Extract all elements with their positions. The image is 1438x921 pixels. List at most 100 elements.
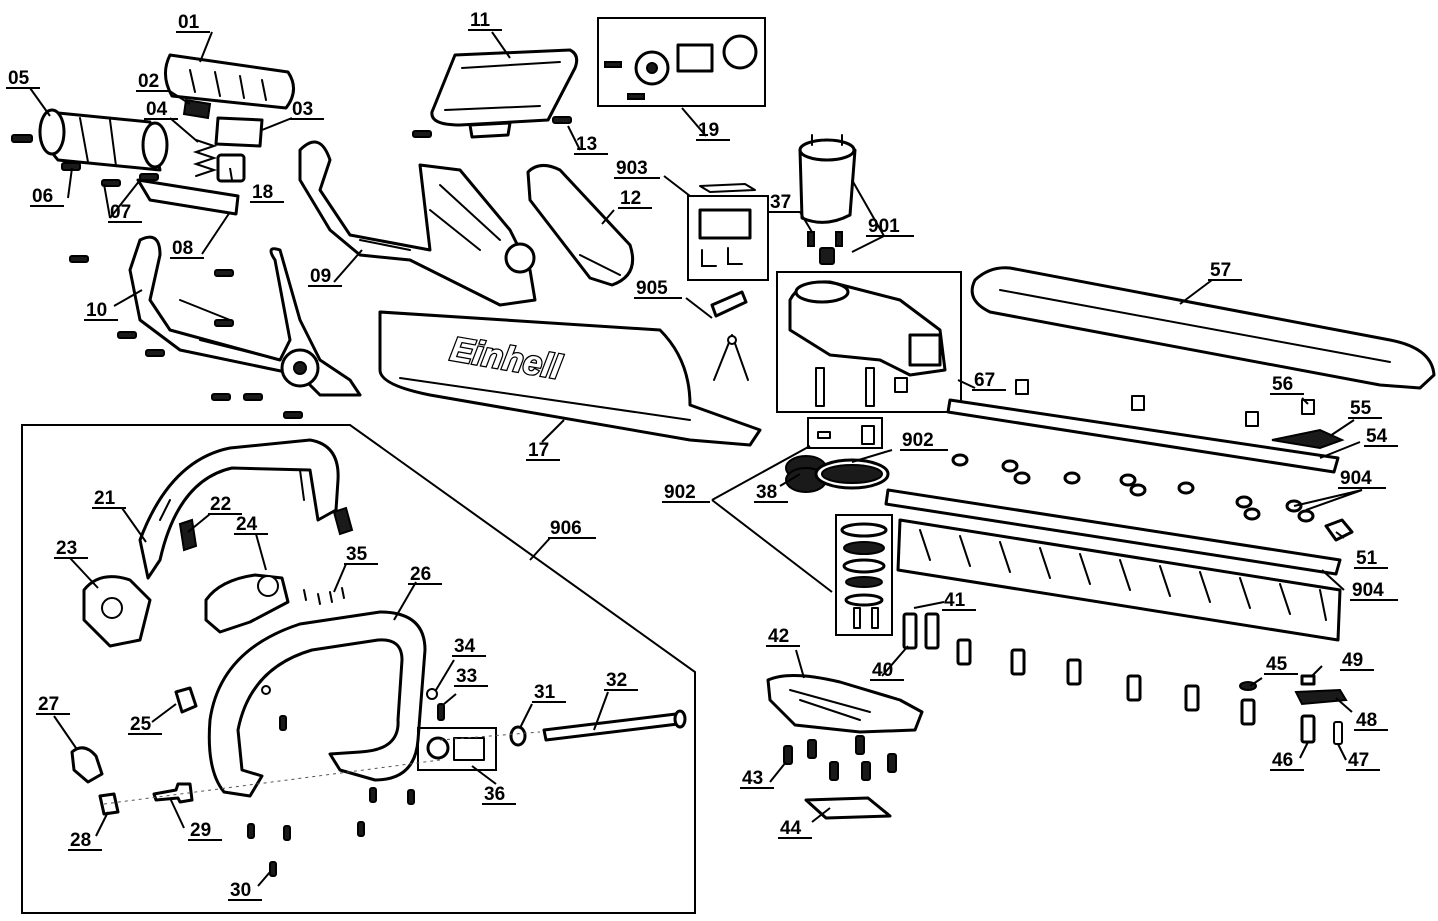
part-67-gear-housing (788, 280, 947, 407)
group-903-frame (687, 195, 769, 281)
label-22: 22 (210, 494, 231, 515)
part-41-washers (840, 522, 888, 629)
leader-lines (29, 31, 1363, 887)
group-19-frame (597, 17, 766, 107)
label-46: 46 (1272, 750, 1293, 771)
part-10-screws (69, 255, 303, 419)
group-906-frame (21, 424, 696, 914)
label-37: 37 (770, 192, 791, 213)
label-904-bottom: 904 (1352, 580, 1384, 601)
part-38-gear (785, 455, 890, 493)
label-904-top: 904 (1340, 468, 1372, 489)
label-08: 08 (172, 238, 193, 259)
label-49: 49 (1342, 650, 1363, 671)
label-47: 47 (1348, 750, 1369, 771)
part-34-washer (426, 688, 438, 700)
part-44-pad (804, 796, 892, 820)
label-33: 33 (456, 666, 477, 687)
part-36-adjuster (426, 736, 485, 761)
part-28-sleeve (98, 792, 120, 816)
assembly-axis (103, 731, 541, 805)
part-57-blade-cover (970, 266, 1436, 390)
part-47-screw (1333, 721, 1343, 745)
label-29: 29 (190, 820, 211, 841)
label-21: 21 (94, 488, 116, 509)
part-904-spacers (951, 453, 1315, 523)
label-11: 11 (470, 10, 491, 31)
label-42: 42 (768, 626, 789, 647)
part-33-screw (437, 703, 445, 721)
label-51: 51 (1356, 548, 1378, 569)
part-11-screw (412, 130, 432, 138)
part-26-screw (279, 715, 287, 731)
label-13: 13 (576, 134, 597, 155)
part-12-cover (526, 164, 635, 287)
label-57: 57 (1210, 260, 1231, 281)
label-903: 903 (616, 158, 648, 179)
label-26: 26 (410, 564, 431, 585)
label-01: 01 (178, 12, 200, 33)
part-905-spring (710, 290, 749, 381)
part-08-rail (136, 178, 240, 216)
part-901-motor (798, 134, 857, 265)
label-906: 906 (550, 518, 582, 539)
label-07: 07 (110, 202, 131, 223)
group-67-frame (776, 271, 962, 413)
part-40-bolts (902, 612, 1256, 726)
part-51-end-cap (1324, 518, 1354, 542)
label-06: 06 (32, 186, 53, 207)
label-901: 901 (868, 216, 900, 237)
label-902-left: 902 (664, 482, 696, 503)
label-10: 10 (86, 300, 107, 321)
label-35: 35 (346, 544, 368, 565)
label-03: 03 (292, 99, 313, 120)
label-17: 17 (528, 440, 549, 461)
part-blades (896, 518, 1342, 642)
part-labels: 01 05 02 04 03 06 07 18 08 09 10 11 13 1… (6, 10, 1398, 901)
part-10-handle (128, 235, 362, 397)
part-48-plate (1294, 688, 1348, 706)
part-904-rail (884, 488, 1342, 576)
part-29-bolt (152, 782, 194, 804)
part-43-screws (783, 735, 897, 781)
label-04: 04 (146, 99, 168, 120)
part-56-bolts (1015, 379, 1315, 427)
part-19-switch-assembly (604, 34, 758, 100)
part-25-nut (174, 686, 198, 714)
label-43: 43 (742, 768, 763, 789)
label-25: 25 (130, 714, 152, 735)
label-09: 09 (310, 266, 331, 287)
group-902-frame (807, 417, 883, 449)
part-30-screws (247, 787, 415, 877)
label-54: 54 (1366, 426, 1388, 447)
part-46-bolt (1300, 714, 1316, 744)
part-902-gears (817, 425, 875, 445)
part-54-rail (946, 398, 1340, 474)
label-24: 24 (236, 514, 258, 535)
label-41: 41 (944, 590, 966, 611)
label-67: 67 (974, 370, 995, 391)
part-55-clip (1271, 428, 1345, 450)
label-34: 34 (454, 636, 476, 657)
part-32-axle (542, 709, 687, 742)
part-04-spring (192, 139, 218, 177)
part-24-clamp (204, 573, 290, 634)
label-44: 44 (780, 818, 802, 839)
group-41-frame (835, 514, 893, 636)
part-22-spring (178, 518, 198, 552)
group-36-frame (417, 727, 497, 771)
part-22-spring-b (332, 506, 354, 536)
part-23-clamp (82, 575, 152, 648)
label-18: 18 (252, 182, 273, 203)
part-09-housing (298, 140, 537, 307)
label-02: 02 (138, 71, 159, 92)
part-31-washer (509, 725, 527, 747)
label-32: 32 (606, 670, 627, 691)
label-31: 31 (534, 682, 556, 703)
label-38: 38 (756, 482, 777, 503)
label-48: 48 (1356, 710, 1377, 731)
part-42-gear-cover (766, 673, 924, 734)
label-28: 28 (70, 830, 91, 851)
label-902-top: 902 (902, 430, 934, 451)
